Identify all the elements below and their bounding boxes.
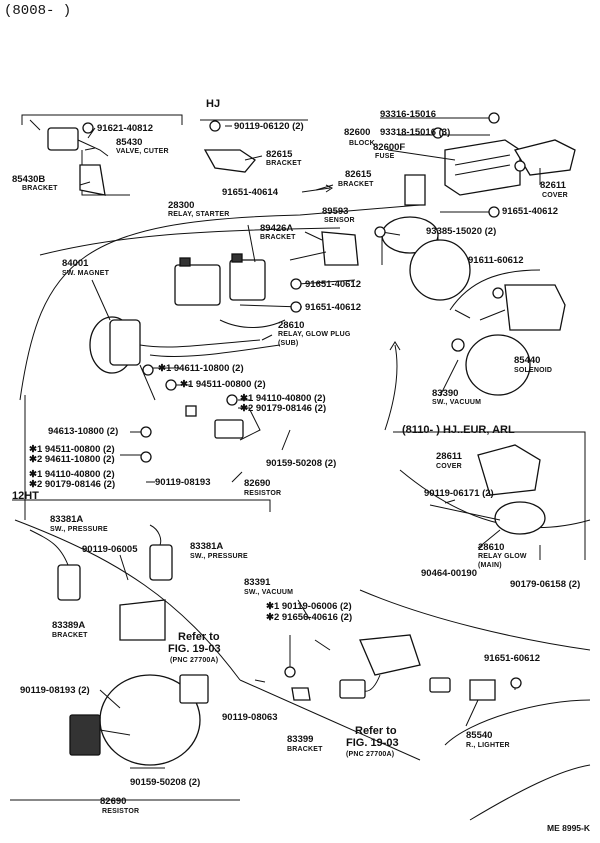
- part-84001-desc: SW. MAGNET: [62, 270, 110, 277]
- reference-fig-1: FIG. 19-03: [168, 643, 221, 655]
- part-90119-08063: 90119-08063: [222, 712, 278, 723]
- part-82600: 82600: [344, 127, 371, 138]
- part-83389a: 83389A: [52, 620, 86, 631]
- part-91651-40612-a: 91651-40612: [502, 206, 558, 217]
- date-range-header: (8008- ): [4, 3, 72, 19]
- part-85430b-desc: BRACKET: [22, 185, 58, 192]
- part-89426a-desc: BRACKET: [260, 234, 296, 241]
- part-85540-desc: R., LIGHTER: [466, 742, 510, 749]
- part-list-line1: ✱1 94511-00800 (2): [29, 444, 115, 455]
- section-label-hj: HJ: [206, 98, 221, 110]
- part-82690-b-desc: RESISTOR: [102, 808, 140, 815]
- reference-note-2: Refer to: [355, 725, 397, 737]
- part-28611-desc: COVER: [436, 463, 462, 470]
- reference-fig-2: FIG. 19-03: [346, 737, 399, 749]
- part-82600f-desc: FUSE: [375, 153, 395, 160]
- part-91611: 91611-60612: [468, 255, 524, 266]
- part-83390: 83390: [432, 388, 459, 399]
- part-85440: 85440: [514, 355, 541, 366]
- part-85430: 85430: [116, 137, 143, 148]
- part-84001: 84001: [62, 258, 89, 269]
- part-91651-60612: 91651-60612: [484, 653, 540, 664]
- reference-note-1: Refer to: [178, 631, 220, 643]
- part-28610-sub: 28610: [278, 320, 305, 331]
- part-90119-06005: 90119-06005: [82, 544, 138, 555]
- diagram-code: ME 8995-K: [547, 823, 590, 833]
- part-28610-main: 28610: [478, 542, 505, 553]
- part-28610-main-desc: RELAY GLOW: [478, 553, 527, 560]
- part-85540: 85540: [466, 730, 493, 741]
- part-star1-94611: ✱1 94611-10800 (2): [158, 363, 244, 374]
- part-83399-desc: BRACKET: [287, 746, 323, 753]
- part-star1-94110: ✱1 94110-40800 (2): [240, 393, 326, 404]
- part-83391-desc: SW., VACUUM: [244, 589, 294, 596]
- part-83390-desc: SW., VACUUM: [432, 399, 482, 406]
- part-85440-desc: SOLENOID: [514, 367, 553, 374]
- reference-pnc-1: (PNC 27700A): [170, 657, 219, 664]
- part-28611: 28611: [436, 451, 462, 462]
- part-83399: 83399: [287, 734, 314, 745]
- part-90119-06120: 90119-06120 (2): [234, 121, 304, 132]
- section-label-12ht: 12HT: [12, 490, 39, 502]
- part-28300: 28300: [168, 200, 195, 211]
- part-85430-desc: VALVE, CUTER: [116, 148, 169, 155]
- part-28300-desc: RELAY, STARTER: [168, 211, 230, 218]
- part-82690-b: 82690: [100, 796, 127, 807]
- part-28610-main-desc2: (MAIN): [478, 562, 502, 569]
- part-91651-40612-c: 91651-40612: [305, 302, 361, 313]
- part-82690-a-desc: RESISTOR: [244, 490, 282, 497]
- part-91621: 91621-40812: [97, 123, 153, 134]
- part-star1-94511: ✱1 94511-00800 (2): [180, 379, 266, 390]
- part-83381a-left: 83381A: [50, 514, 84, 525]
- part-85430b: 85430B: [12, 174, 46, 185]
- part-90159-a: 90159-50208 (2): [266, 458, 337, 469]
- part-star2-90179: ✱2 90179-08146 (2): [240, 403, 327, 414]
- part-83391: 83391: [244, 577, 271, 588]
- part-83391-star2: ✱2 91656-40616 (2): [266, 612, 353, 623]
- part-82600-desc: BLOCK: [349, 140, 375, 147]
- part-82611-desc: COVER: [542, 192, 568, 199]
- part-82615-a: 82615: [266, 149, 293, 160]
- part-91651-40614: 91651-40614: [222, 187, 278, 198]
- part-list-line2: ✱2 94611-10800 (2): [29, 454, 115, 465]
- part-82611: 82611: [540, 180, 566, 191]
- part-89593-desc: SENSOR: [324, 217, 355, 224]
- part-91651-40612-b: 91651-40612: [305, 279, 361, 290]
- part-28610-sub-desc: RELAY, GLOW PLUG: [278, 331, 351, 338]
- part-90464: 90464-00190: [421, 568, 477, 579]
- part-90119-08193-a: 90119-08193: [155, 477, 211, 488]
- part-90159-b: 90159-50208 (2): [130, 777, 201, 788]
- part-93316: 93316-15016: [380, 109, 436, 120]
- part-94613: 94613-10800 (2): [48, 426, 119, 437]
- part-83381a-right-desc: SW., PRESSURE: [190, 553, 248, 560]
- part-82615-b: 82615: [345, 169, 372, 180]
- part-list-line4: ✱2 90179-08146 (2): [29, 479, 116, 490]
- reference-pnc-2: (PNC 27700A): [346, 751, 395, 758]
- part-83391-star1: ✱1 90119-06006 (2): [266, 601, 352, 612]
- part-28610-sub-desc2: (SUB): [278, 340, 299, 347]
- part-93385: 93385-15020 (2): [426, 226, 497, 237]
- part-89593: 89593: [322, 206, 349, 217]
- part-90179-06158: 90179-06158 (2): [510, 579, 581, 590]
- part-82690-a: 82690: [244, 478, 271, 489]
- part-90119-08193-b: 90119-08193 (2): [20, 685, 90, 696]
- part-83381a-right: 83381A: [190, 541, 224, 552]
- part-90119-06171: 90119-06171 (2): [424, 488, 494, 499]
- part-93318: 93318-15016 (3): [380, 127, 451, 138]
- part-82615-a-desc: BRACKET: [266, 160, 302, 167]
- part-83381a-left-desc: SW., PRESSURE: [50, 526, 108, 533]
- part-83389a-desc: BRACKET: [52, 632, 88, 639]
- part-list-line3: ✱1 94110-40800 (2): [29, 469, 115, 480]
- part-89426a: 89426A: [260, 223, 294, 234]
- part-82615-b-desc: BRACKET: [338, 181, 374, 188]
- section-label-eur: (8110- ) HJ..EUR, ARL: [402, 424, 515, 436]
- part-82600f: 82600F: [373, 142, 406, 153]
